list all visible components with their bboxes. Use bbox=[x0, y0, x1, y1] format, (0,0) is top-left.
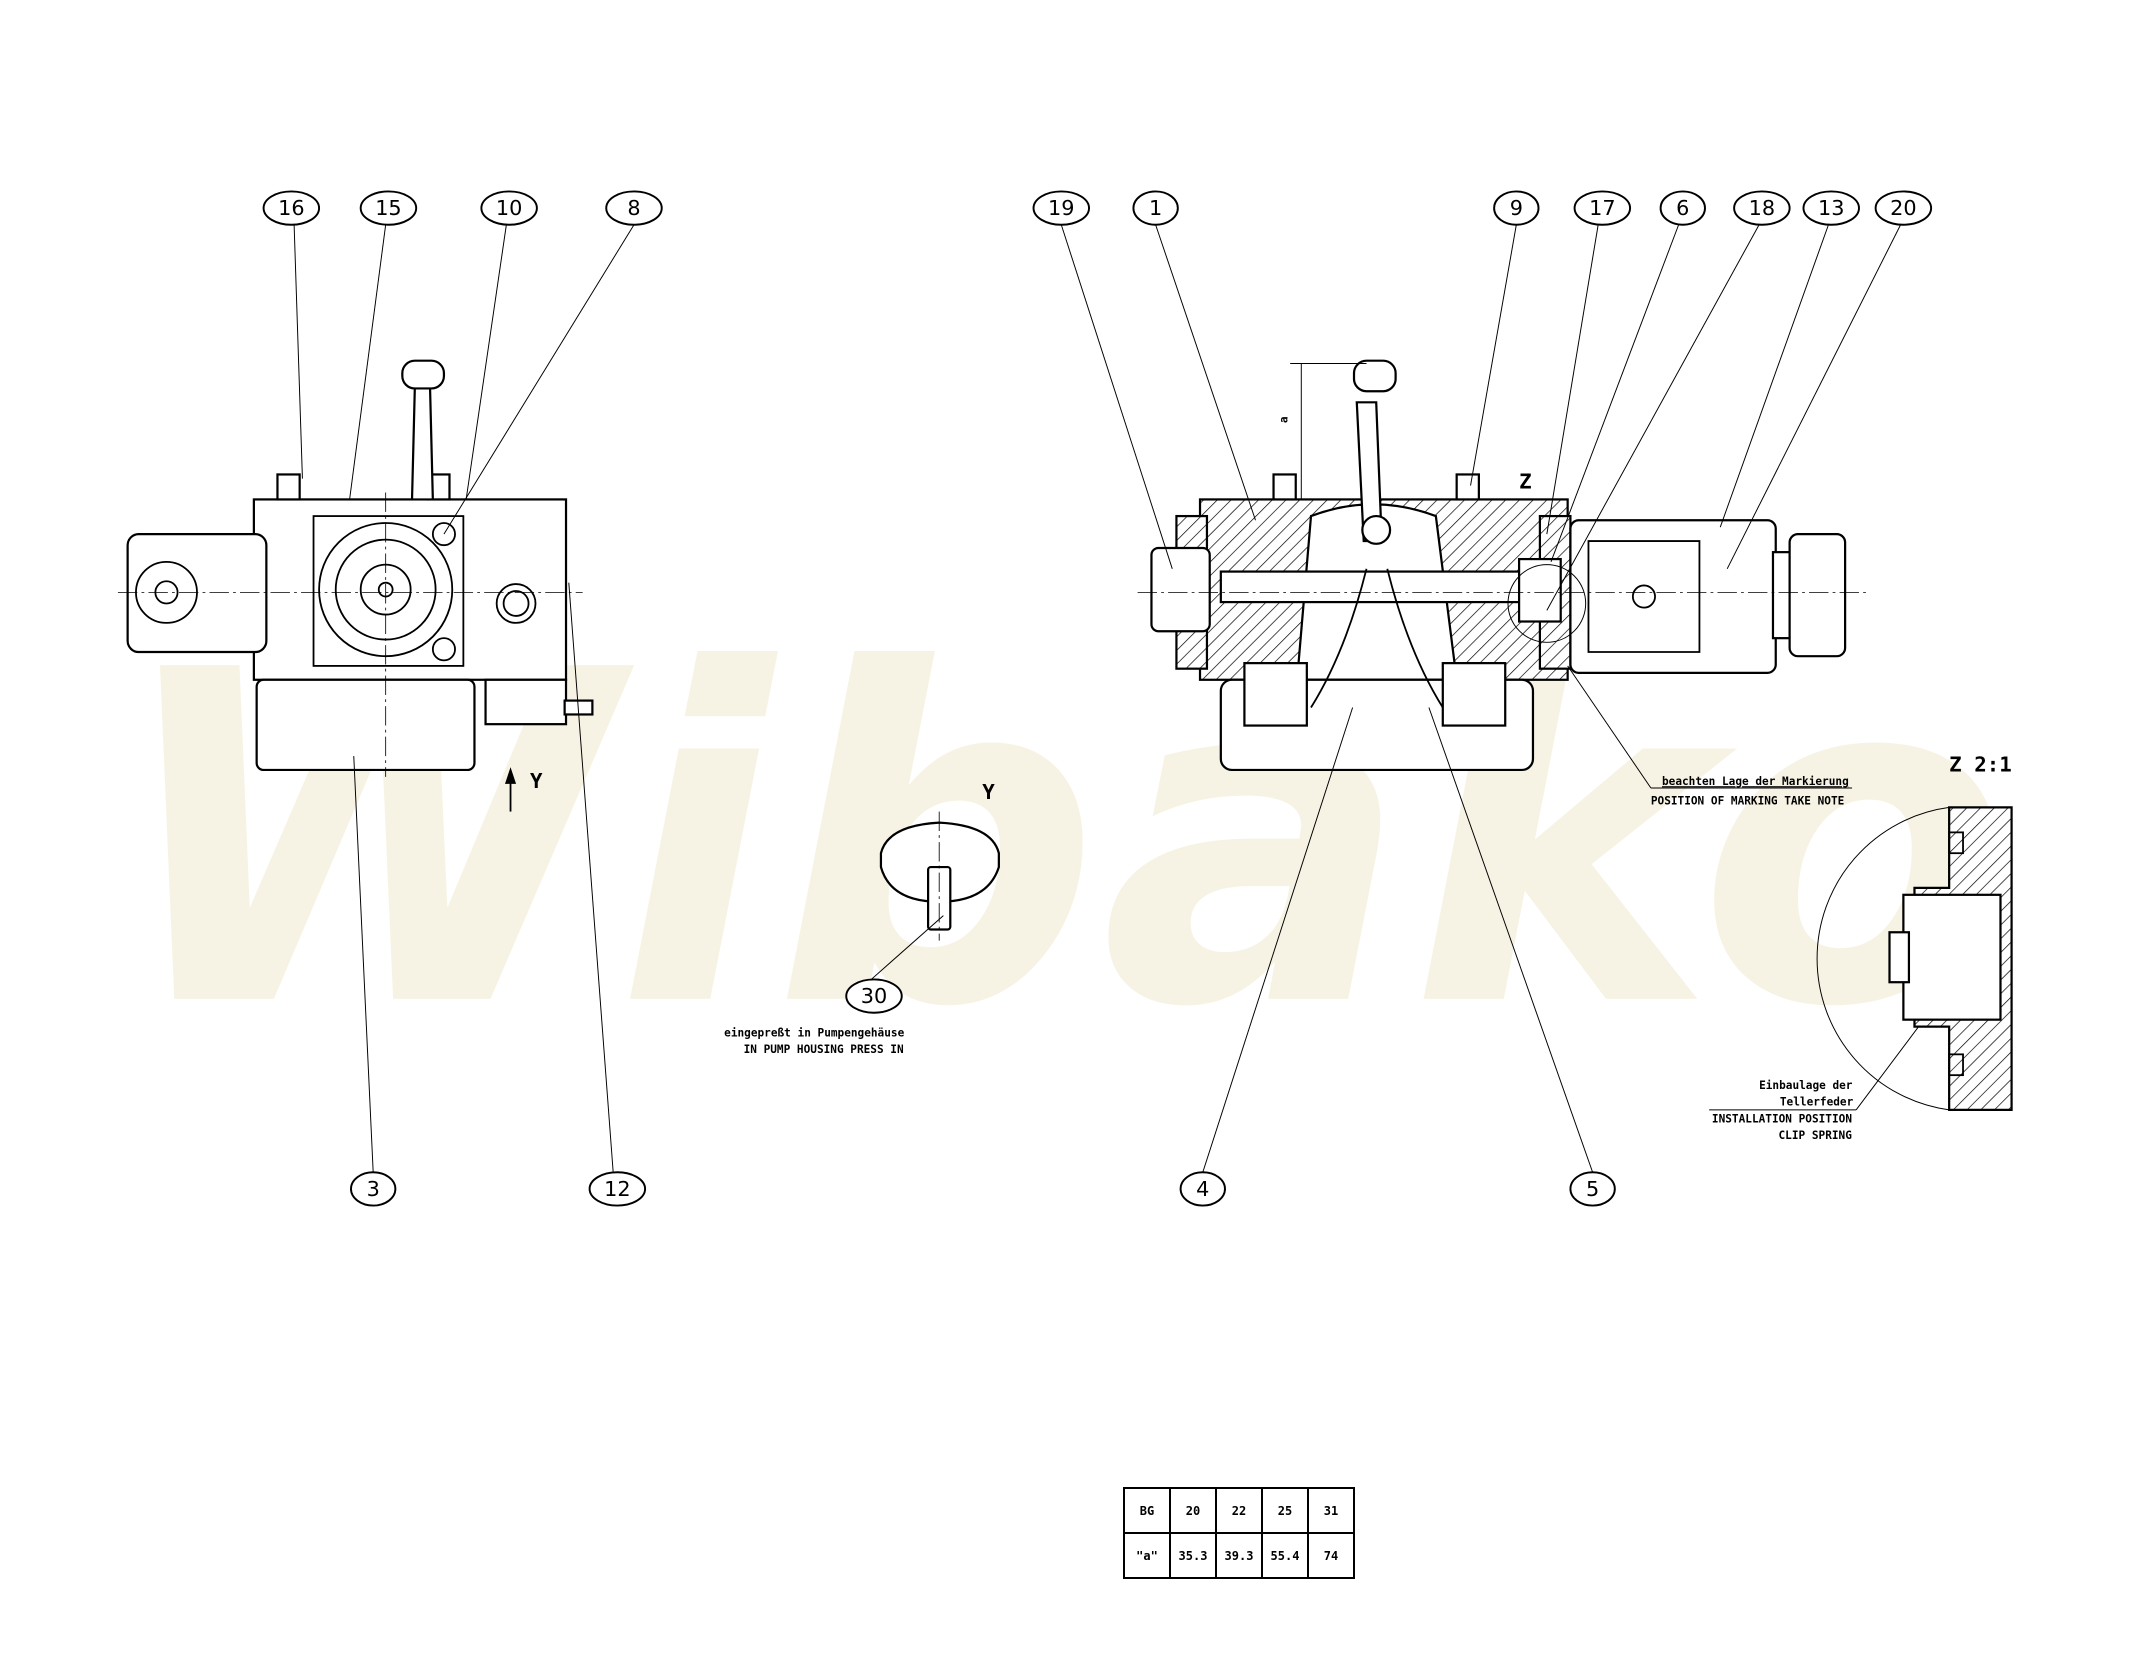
svg-text:13: 13 bbox=[1818, 196, 1844, 220]
svg-text:3: 3 bbox=[367, 1177, 380, 1201]
svg-text:6: 6 bbox=[1676, 196, 1689, 220]
note-press-de: eingepreßt in Pumpengehäuse bbox=[724, 1026, 904, 1039]
table-cell: 55.4 bbox=[1261, 1532, 1309, 1579]
svg-text:16: 16 bbox=[278, 196, 304, 220]
balloon-16: 16 bbox=[262, 190, 321, 226]
balloon-6: 6 bbox=[1659, 190, 1706, 226]
note-install-en1: INSTALLATION POSITION bbox=[1712, 1112, 1852, 1125]
balloon-9: 9 bbox=[1493, 190, 1540, 226]
svg-text:15: 15 bbox=[375, 196, 401, 220]
note-install-de1: Einbaulage der bbox=[1759, 1079, 1853, 1092]
balloon-15: 15 bbox=[359, 190, 418, 226]
side-view: Y bbox=[117, 359, 594, 812]
dim-a-label: a bbox=[1277, 416, 1290, 423]
balloon-20: 20 bbox=[1874, 190, 1933, 226]
balloon-19: 19 bbox=[1032, 190, 1091, 226]
z-label: Z bbox=[1519, 469, 1532, 493]
balloon-10: 10 bbox=[480, 190, 538, 226]
section-view: a Z beachten Lage der Markierung POSITIO… bbox=[1137, 359, 1866, 808]
svg-text:1: 1 bbox=[1149, 196, 1162, 220]
note-press-en: IN PUMP HOUSING PRESS IN bbox=[744, 1043, 904, 1056]
svg-text:9: 9 bbox=[1510, 196, 1523, 220]
table-cell: 31 bbox=[1307, 1487, 1355, 1534]
view-arrow-icon bbox=[504, 767, 517, 784]
balloon-13: 13 bbox=[1802, 190, 1860, 226]
balloon-3: 3 bbox=[350, 1171, 397, 1207]
table-cell: 39.3 bbox=[1215, 1532, 1263, 1579]
balloon-17: 17 bbox=[1573, 190, 1632, 226]
svg-text:4: 4 bbox=[1196, 1177, 1209, 1201]
balloon-12: 12 bbox=[588, 1171, 647, 1207]
leader-lines bbox=[293, 224, 1902, 1173]
balloon-30: 30 bbox=[845, 978, 903, 1014]
y-view: Y eingepreßt in Pumpengehäuse IN PUMP HO… bbox=[724, 780, 1000, 1056]
svg-text:30: 30 bbox=[861, 984, 887, 1008]
svg-text:20: 20 bbox=[1890, 196, 1916, 220]
balloon-5: 5 bbox=[1569, 1171, 1616, 1207]
z-detail-title: Z 2:1 bbox=[1949, 752, 2012, 776]
svg-text:8: 8 bbox=[627, 196, 640, 220]
table-cell: "a" bbox=[1123, 1532, 1171, 1579]
svg-text:18: 18 bbox=[1749, 196, 1775, 220]
svg-text:17: 17 bbox=[1589, 196, 1615, 220]
table-cell: 22 bbox=[1215, 1487, 1263, 1534]
svg-text:10: 10 bbox=[496, 196, 522, 220]
balloon-8: 8 bbox=[605, 190, 663, 226]
note-install-de2: Tellerfeder bbox=[1780, 1096, 1854, 1109]
note-marking-de: beachten Lage der Markierung bbox=[1662, 775, 1849, 788]
svg-text:19: 19 bbox=[1048, 196, 1074, 220]
balloon-4: 4 bbox=[1179, 1171, 1226, 1207]
y-view-title: Y bbox=[982, 780, 995, 804]
table-cell: 74 bbox=[1307, 1532, 1355, 1579]
table-row-header: BG 20 22 25 31 bbox=[1123, 1487, 1355, 1534]
table-cell: 35.3 bbox=[1169, 1532, 1217, 1579]
y-arrow-label: Y bbox=[530, 769, 543, 793]
size-table: BG 20 22 25 31 "a" 35.3 39.3 55.4 74 bbox=[1123, 1487, 1355, 1579]
note-install-en2: CLIP SPRING bbox=[1779, 1129, 1853, 1142]
table-cell: 20 bbox=[1169, 1487, 1217, 1534]
table-row: "a" 35.3 39.3 55.4 74 bbox=[1123, 1532, 1355, 1579]
svg-text:5: 5 bbox=[1586, 1177, 1599, 1201]
balloon-18: 18 bbox=[1733, 190, 1791, 226]
svg-text:12: 12 bbox=[604, 1177, 630, 1201]
table-cell: BG bbox=[1123, 1487, 1171, 1534]
table-cell: 25 bbox=[1261, 1487, 1309, 1534]
z-detail-view: Z 2:1 Einbaulage der Tellerfeder INSTALL… bbox=[1709, 752, 2013, 1142]
note-marking-en: POSITION OF MARKING TAKE NOTE bbox=[1651, 795, 1844, 808]
balloon-1: 1 bbox=[1132, 190, 1179, 226]
